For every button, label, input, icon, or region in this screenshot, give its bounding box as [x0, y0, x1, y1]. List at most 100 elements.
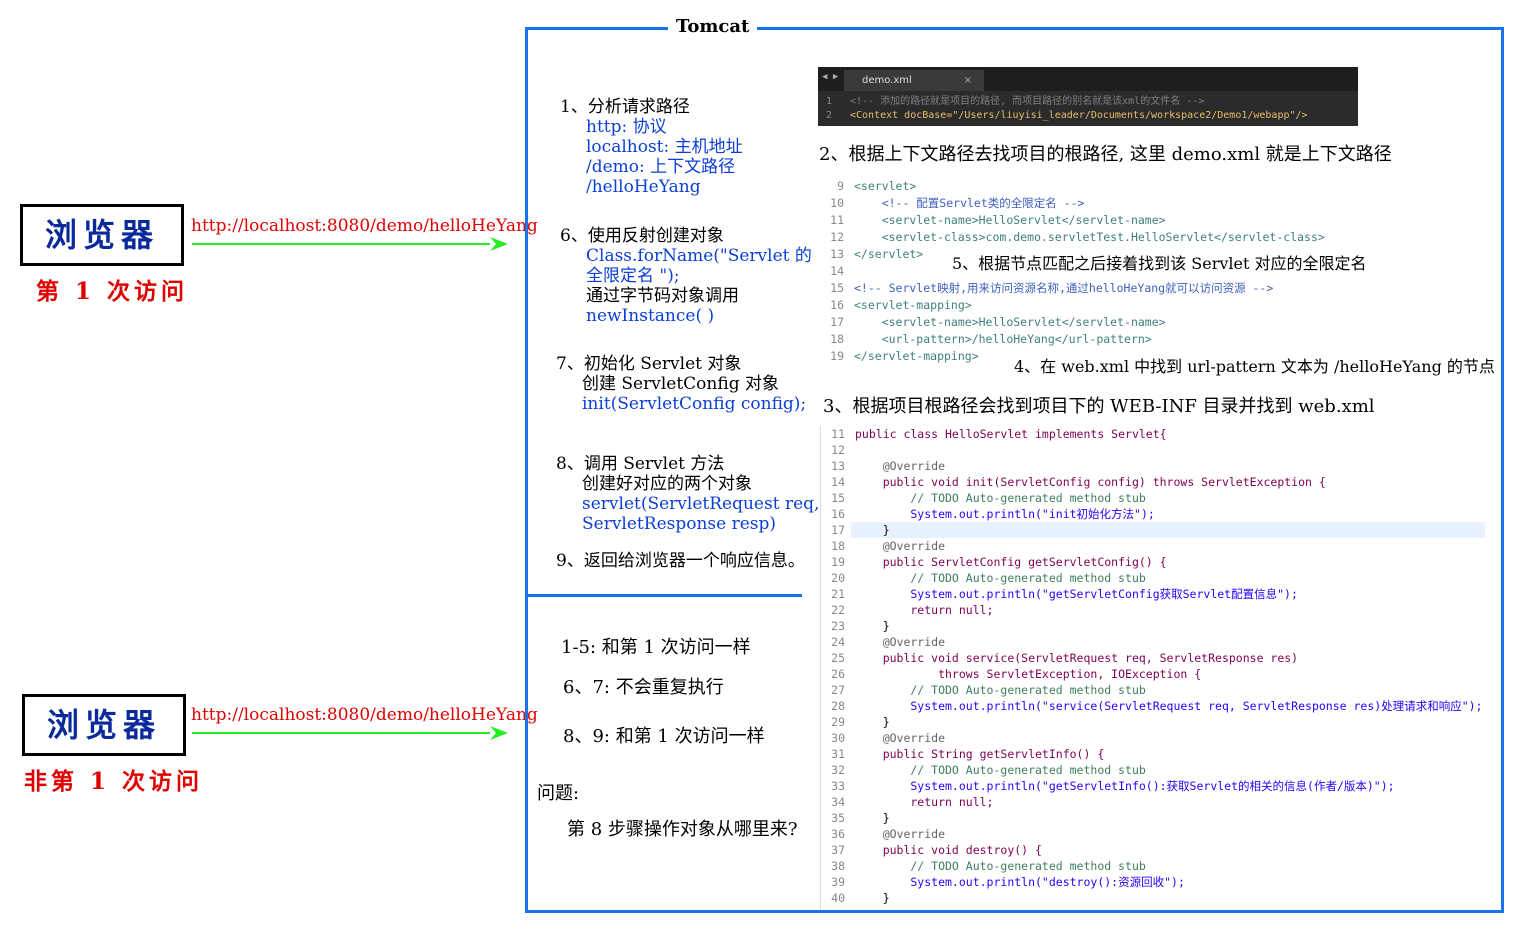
current-line-highlight [851, 522, 1485, 538]
heading-3: 3、根据项目根路径会找到项目下的 WEB-INF 目录并找到 web.xml [823, 396, 1375, 417]
code-text: } [855, 891, 890, 905]
line-number: 37 [831, 843, 845, 857]
step-6-blue2: 全限定名 "); [586, 266, 680, 286]
line-number: 2 [826, 110, 833, 121]
line-number: 21 [831, 587, 845, 601]
code-text: // TODO Auto-generated method stub [855, 859, 1146, 873]
step-1: 1、分析请求路径 http: 协议 localhost: 主机地址 /demo:… [560, 97, 743, 197]
code-text: // TODO Auto-generated method stub [855, 571, 1146, 585]
question-label: 问题: [537, 783, 580, 804]
code-text: public String getServletInfo() { [855, 747, 1105, 761]
repeat-line-1: 1-5: 和第 1 次访问一样 [561, 637, 751, 658]
line-number: 16 [830, 298, 844, 312]
step-1-line: /demo: 上下文路径 [586, 157, 736, 177]
step-8-blue2: ServletResponse resp) [582, 514, 777, 534]
tab-label: demo.xml [862, 75, 912, 86]
line-number: 27 [831, 683, 845, 697]
tomcat-divider [528, 594, 802, 597]
line-number: 10 [830, 196, 844, 210]
tab-demo-xml[interactable]: demo.xml × [844, 70, 984, 91]
code-text: throws ServletException, IOException { [855, 667, 1202, 681]
code-text: System.out.println("service(ServletReque… [855, 699, 1483, 713]
code-text: <servlet> [854, 179, 917, 193]
line-number: 15 [831, 491, 845, 505]
code-text: @Override [855, 731, 946, 745]
code-text: <servlet-name>HelloServlet</servlet-name… [854, 315, 1166, 329]
step-9: 9、返回给浏览器一个响应信息。 [556, 551, 805, 571]
line-number: 17 [831, 523, 845, 537]
code-text: <servlet-mapping> [854, 298, 972, 312]
code-text: <Context docBase="/Users/liuyisi_leader/… [850, 110, 1308, 121]
line-number: 9 [837, 179, 844, 193]
arrow-other [192, 726, 508, 740]
line-number: 19 [830, 349, 844, 363]
line-number: 24 [831, 635, 845, 649]
step-1-title: 1、分析请求路径 [560, 97, 690, 117]
heading-2: 2、根据上下文路径去找项目的根路径, 这里 demo.xml 就是上下文路径 [819, 144, 1392, 165]
code-text: } [855, 811, 890, 825]
code-text: // TODO Auto-generated method stub [855, 491, 1146, 505]
url-label-other: http://localhost:8080/demo/helloHeYang [191, 705, 538, 725]
code-text: // TODO Auto-generated method stub [855, 683, 1146, 697]
line-number: 35 [831, 811, 845, 825]
line-number: 11 [831, 427, 845, 441]
line-number: 28 [831, 699, 845, 713]
close-icon[interactable]: × [963, 75, 972, 86]
line-number: 19 [831, 555, 845, 569]
code-text: </servlet-mapping> [854, 349, 979, 363]
url-label-first: http://localhost:8080/demo/helloHeYang [191, 216, 538, 236]
line-number: 14 [831, 475, 845, 489]
code-text: <!-- Servlet映射,用来访问资源名称,通过helloHeYang就可以… [854, 281, 1274, 295]
step-6-blue3: newInstance( ) [586, 306, 715, 326]
line-number: 1 [826, 96, 833, 107]
code-text: <servlet-name>HelloServlet</servlet-name… [854, 213, 1166, 227]
code-text: @Override [855, 539, 946, 553]
tomcat-frame [525, 27, 1504, 913]
line-number: 25 [831, 651, 845, 665]
step-6-black: 通过字节码对象调用 [586, 286, 739, 306]
code-text: <url-pattern>/helloHeYang</url-pattern> [854, 332, 1152, 346]
code-text: } [855, 523, 890, 537]
question-text: 第 8 步骤操作对象从哪里来? [567, 819, 798, 840]
browser-label: 浏览器 [44, 216, 159, 254]
line-number: 17 [830, 315, 844, 329]
step-1-line: localhost: 主机地址 [586, 137, 743, 157]
code-text: <servlet-class>com.demo.servletTest.Hell… [854, 230, 1325, 244]
editor-tab-bar: ◀ ▶ demo.xml × [818, 67, 1358, 91]
line-number: 26 [831, 667, 845, 681]
step-8-title: 8、调用 Servlet 方法 [556, 454, 725, 474]
step-8-blue1: servlet(ServletRequest req, [582, 494, 820, 514]
other-visit-label: 非第 1 次访问 [24, 768, 204, 795]
line-number: 13 [831, 459, 845, 473]
heading-5: 5、根据节点匹配之后接着找到该 Servlet 对应的全限定名 [952, 254, 1367, 273]
step-1-line: /helloHeYang [586, 177, 701, 197]
line-number: 32 [831, 763, 845, 777]
step-6-blue1: Class.forName("Servlet 的 [586, 246, 812, 266]
code-text: @Override [855, 827, 946, 841]
code-text: <!-- 添加的路径就是项目的路径, 而项目路径的别名就是该xml的文件名 --… [850, 96, 1205, 107]
step-7-black: 创建 ServletConfig 对象 [582, 374, 779, 394]
code-text: System.out.println("init初始化方法"); [855, 507, 1155, 521]
code-line: 2 <Context docBase="/Users/liuyisi_leade… [818, 109, 1358, 123]
arrow-first [192, 237, 508, 251]
code-text: return null; [855, 795, 994, 809]
step-8-black: 创建好对应的两个对象 [582, 474, 752, 494]
code-text: } [855, 715, 890, 729]
heading-4: 4、在 web.xml 中找到 url-pattern 文本为 /helloHe… [1014, 357, 1495, 376]
code-text: @Override [855, 459, 946, 473]
step-7: 7、初始化 Servlet 对象 创建 ServletConfig 对象 ini… [556, 354, 806, 414]
tomcat-title: Tomcat [668, 16, 758, 37]
code-text: System.out.println("getServletConfig获取Se… [855, 587, 1298, 601]
line-number: 11 [830, 213, 844, 227]
repeat-line-3: 8、9: 和第 1 次访问一样 [563, 726, 765, 747]
step-7-blue: init(ServletConfig config); [582, 394, 807, 414]
code-text: public ServletConfig getServletConfig() … [855, 555, 1167, 569]
line-number: 39 [831, 875, 845, 889]
code-line: 1 <!-- 添加的路径就是项目的路径, 而项目路径的别名就是该xml的文件名 … [818, 95, 1358, 109]
nav-arrows-icon[interactable]: ◀ ▶ [822, 72, 839, 82]
code-text: <!-- 配置Servlet类的全限定名 --> [854, 196, 1085, 210]
line-number: 38 [831, 859, 845, 873]
code-text: System.out.println("getServletInfo():获取S… [855, 779, 1395, 793]
line-number: 23 [831, 619, 845, 633]
